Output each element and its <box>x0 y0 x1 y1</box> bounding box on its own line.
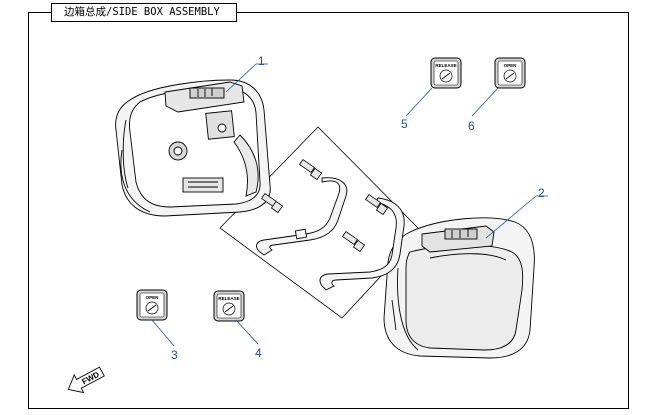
leader-3 <box>151 319 175 347</box>
sticker-label-release: RELEASE <box>218 296 239 301</box>
bolt-right <box>364 193 389 216</box>
callout-3: 3 <box>171 348 178 362</box>
sticker-label-release: RELEASE <box>435 63 456 68</box>
callout-1: 1 <box>258 54 265 68</box>
sticker-open-3: OPEN <box>136 289 168 321</box>
sticker-release-5: RELEASE <box>430 57 462 89</box>
leader-4 <box>235 319 259 345</box>
leader-1 <box>225 63 268 93</box>
drawing-border <box>28 12 629 409</box>
page-title: 边箱总成/SIDE BOX ASSEMBLY <box>51 3 237 22</box>
side-box-left <box>115 79 271 217</box>
leader-lines <box>151 63 548 347</box>
callout-5: 5 <box>401 117 408 131</box>
callout-6: 6 <box>468 119 475 133</box>
bolt-left <box>260 192 284 214</box>
fwd-arrow: FWD <box>67 366 105 394</box>
bracket-tube-upper <box>256 177 348 256</box>
bolt-lower <box>341 230 366 253</box>
callout-2: 2 <box>538 186 545 200</box>
bracket-tube-lower <box>319 197 405 291</box>
sticker-label-open: OPEN <box>146 295 159 300</box>
sticker-open-6: OPEN <box>494 57 526 89</box>
leader-6 <box>471 87 499 117</box>
sticker-label-open: OPEN <box>504 63 517 68</box>
leader-5 <box>405 87 433 117</box>
side-box-right <box>383 217 535 359</box>
callout-4: 4 <box>255 346 262 360</box>
bolt-upper <box>298 158 323 181</box>
sticker-release-4: RELEASE <box>213 290 245 322</box>
leader-2 <box>485 195 548 239</box>
